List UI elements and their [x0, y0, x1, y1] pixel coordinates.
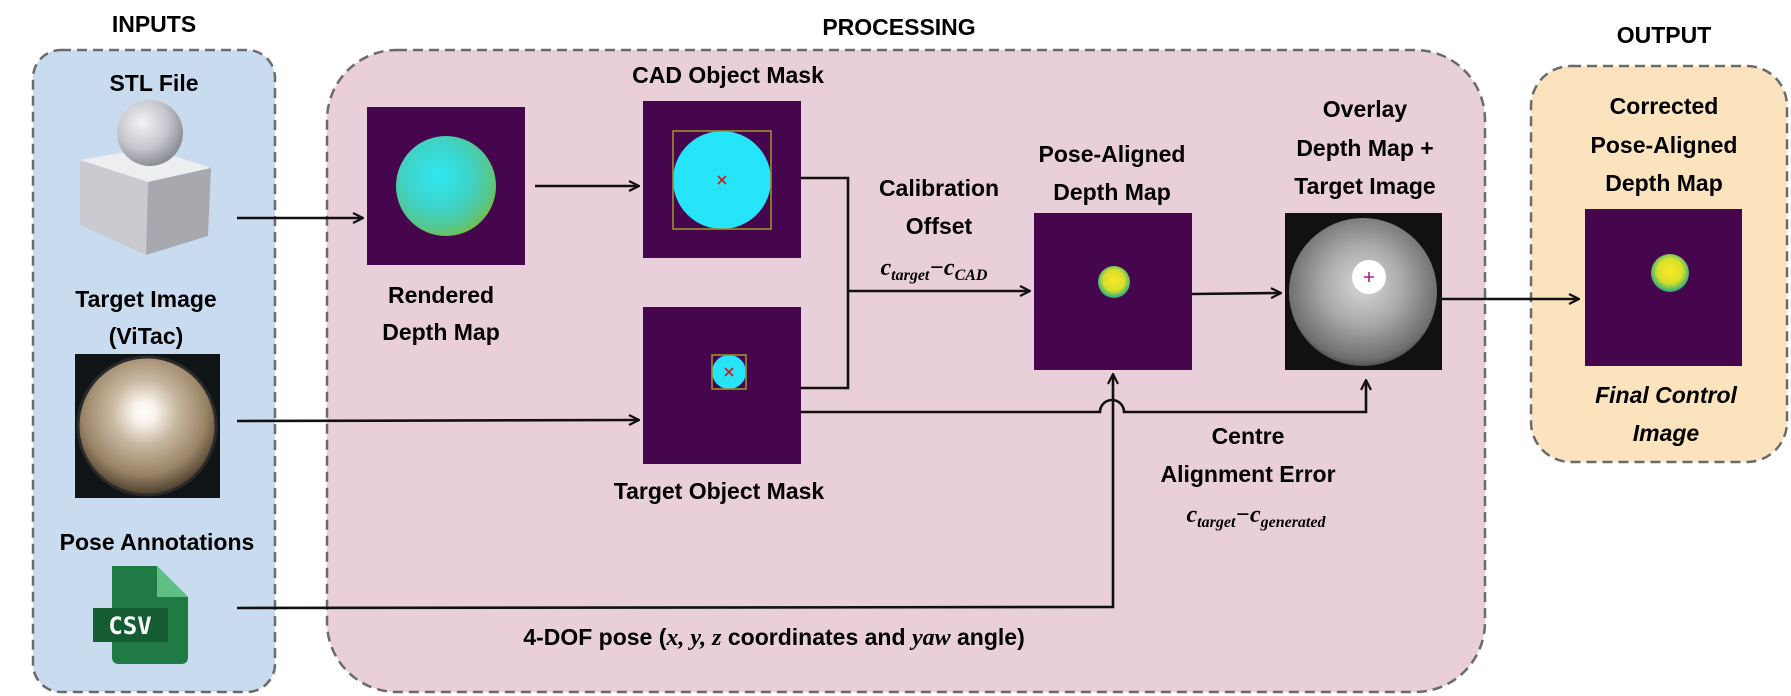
pose-aligned-depth-map-image: [1034, 213, 1192, 370]
rendered-depth-map-label-line2: Depth Map: [382, 319, 500, 345]
pose-aligned-label-line1: Pose-Aligned: [1039, 141, 1186, 167]
processing-header: PROCESSING: [822, 14, 975, 40]
pose-caption: 4-DOF pose (x, y, z coordinates and yaw …: [523, 624, 1024, 651]
cad-object-mask-label: CAD Object Mask: [632, 62, 824, 88]
target-image-label-line2: (ViTac): [109, 323, 184, 349]
centre-alignment-label-line2: Alignment Error: [1160, 461, 1335, 487]
final-control-label-line2: Image: [1633, 420, 1700, 446]
stl-file-label: STL File: [109, 70, 198, 96]
processing-panel: [325, 48, 1487, 694]
overlay-image: [1285, 213, 1442, 370]
arrow-pose-csv-to-pose-aligned: [236, 375, 1113, 610]
output-header: OUTPUT: [1617, 22, 1712, 48]
rendered-depth-map-image: [367, 107, 525, 265]
target-image-label-line1: Target Image: [75, 286, 216, 312]
stl-model-icon: [80, 100, 211, 255]
corrected-label-line2: Pose-Aligned: [1591, 132, 1738, 158]
arrow-pose-aligned-to-overlay: [1191, 293, 1280, 294]
final-control-label-line1: Final Control: [1595, 382, 1737, 408]
inputs-header: INPUTS: [112, 11, 196, 37]
vitac-target-image: [75, 354, 220, 498]
arrow-target-image-to-mask: [236, 420, 638, 421]
corrected-depth-map-image: [1585, 209, 1742, 366]
target-object-mask-label: Target Object Mask: [614, 478, 825, 504]
target-object-mask-image: [643, 307, 801, 464]
csv-file-icon: CSV: [93, 566, 188, 664]
calibration-offset-formula: ctarget−cCAD: [881, 255, 988, 284]
overlay-label-line3: Target Image: [1294, 173, 1435, 199]
pose-aligned-label-line2: Depth Map: [1053, 179, 1171, 205]
corrected-label-line1: Corrected: [1610, 93, 1719, 119]
calibration-offset-label-line2: Offset: [906, 213, 973, 239]
rendered-depth-map-label-line1: Rendered: [388, 282, 494, 308]
calibration-offset-label-line1: Calibration: [879, 175, 999, 201]
overlay-label-line1: Overlay: [1323, 96, 1408, 122]
centre-alignment-formula: ctarget−cgenerated: [1187, 502, 1327, 531]
overlay-label-line2: Depth Map +: [1296, 135, 1433, 161]
connector-cad-mask-bracket: [801, 176, 850, 390]
csv-badge-text: CSV: [108, 612, 151, 640]
corrected-label-line3: Depth Map: [1605, 170, 1723, 196]
centre-alignment-label-line1: Centre: [1212, 423, 1285, 449]
pose-annotations-label: Pose Annotations: [60, 529, 255, 555]
cad-object-mask-image: [643, 101, 801, 258]
